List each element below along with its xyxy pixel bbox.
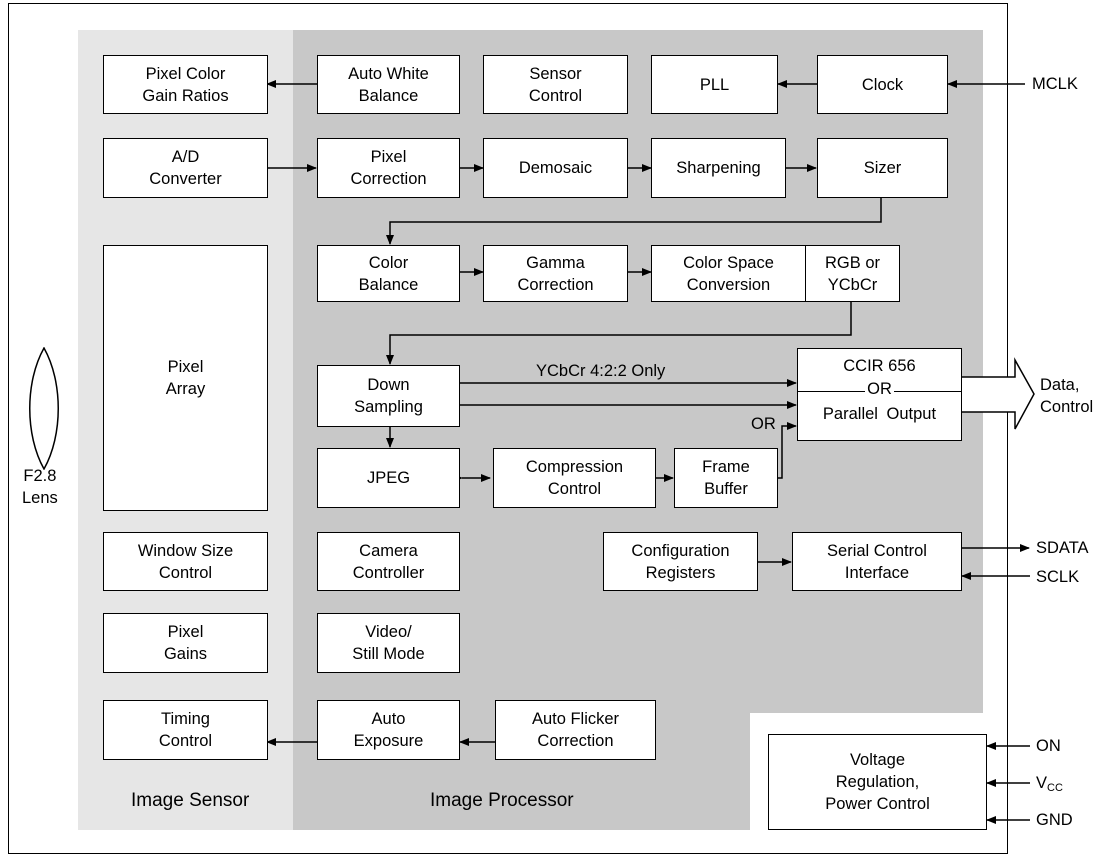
sharpening-block: Sharpening (651, 138, 786, 198)
frame-buffer-block: Frame Buffer (674, 448, 778, 508)
data-control-label: Data, Control (1040, 376, 1094, 416)
on-label: ON (1036, 737, 1061, 755)
lens-icon (29, 347, 59, 470)
auto-white-balance-block: Auto White Balance (317, 55, 460, 114)
serial-control-interface-block: Serial Control Interface (792, 532, 962, 591)
mclk-label: MCLK (1032, 75, 1078, 93)
ccir-parallel-output-block: CCIR 656 OR Parallel Output (797, 348, 962, 441)
pll-block: PLL (651, 55, 778, 114)
image-sensor-label: Image Sensor (131, 790, 250, 811)
ycbcr-only-label: YCbCr 4:2:2 Only (536, 362, 666, 380)
rgb-or-ycbcr-block: RGB or YCbCr (805, 245, 900, 302)
pixel-correction-block: Pixel Correction (317, 138, 460, 198)
image-processor-label: Image Processor (430, 790, 574, 811)
lens-label: F2.8 Lens (22, 467, 58, 507)
video-still-mode-block: Video/ Still Mode (317, 613, 460, 673)
auto-exposure-block: Auto Exposure (317, 700, 460, 760)
voltage-regulation-block: Voltage Regulation, Power Control (768, 734, 987, 830)
ccir-656-label: CCIR 656 (843, 357, 916, 375)
color-space-conversion-block: Color Space Conversion (651, 245, 806, 302)
ad-converter-block: A/D Converter (103, 138, 268, 198)
demosaic-block: Demosaic (483, 138, 628, 198)
clock-block: Clock (817, 55, 948, 114)
or-label: OR (751, 415, 776, 433)
ccir-or-label: OR (865, 380, 894, 398)
jpeg-block: JPEG (317, 448, 460, 508)
color-balance-block: Color Balance (317, 245, 460, 302)
window-size-control-block: Window Size Control (103, 532, 268, 591)
configuration-registers-block: Configuration Registers (603, 532, 758, 591)
down-sampling-block: Down Sampling (317, 365, 460, 427)
gnd-label: GND (1036, 811, 1073, 829)
pixel-color-gain-ratios-block: Pixel Color Gain Ratios (103, 55, 268, 114)
gamma-correction-block: Gamma Correction (483, 245, 628, 302)
pixel-gains-block: Pixel Gains (103, 613, 268, 673)
pixel-array-block: Pixel Array (103, 245, 268, 511)
sensor-control-block: Sensor Control (483, 55, 628, 114)
vcc-label: VCC (1036, 774, 1063, 794)
camera-controller-block: Camera Controller (317, 532, 460, 591)
sizer-block: Sizer (817, 138, 948, 198)
auto-flicker-correction-block: Auto Flicker Correction (495, 700, 656, 760)
parallel-output-label: Parallel Output (822, 405, 937, 423)
sdata-label: SDATA (1036, 539, 1089, 557)
sclk-label: SCLK (1036, 568, 1080, 586)
timing-control-block: Timing Control (103, 700, 268, 760)
compression-control-block: Compression Control (493, 448, 656, 508)
